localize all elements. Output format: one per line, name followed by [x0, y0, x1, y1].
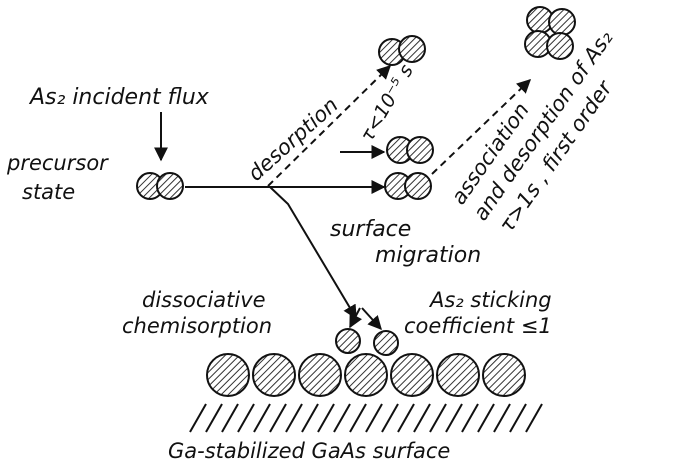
surface-atom [437, 354, 479, 396]
substrate-label: Ga-stabilized GaAs surface [168, 439, 450, 463]
surface-atom [207, 354, 249, 396]
chemisorbed-as-atoms [336, 329, 398, 355]
desorbed-molecule [379, 36, 425, 65]
dissociative-label-line2: chemisorption [122, 314, 272, 338]
surface-atom [253, 354, 295, 396]
sticking-label-line2: coefficient ≤1 [404, 314, 552, 338]
associating-molecule [387, 137, 433, 163]
as4-molecule [525, 7, 575, 59]
surface-atom [299, 354, 341, 396]
surface-migration-label-line1: surface [330, 217, 411, 242]
incident-flux-label: As₂ incident flux [28, 85, 210, 110]
surface-atom [345, 354, 387, 396]
surface-atom [483, 354, 525, 396]
sticking-arrow-right [362, 308, 381, 329]
substrate-hatch [190, 404, 542, 432]
precursor-label-line1: precursor [6, 151, 109, 175]
sticking-label-line1: As₂ sticking [428, 288, 552, 312]
desorption-label: desorption [243, 93, 342, 186]
migrating-molecule [385, 173, 431, 199]
tau-short-label: τ<10⁻⁵ s [356, 61, 418, 146]
surface-atom-row [207, 354, 525, 396]
surface-atom [391, 354, 433, 396]
dissociative-label-line1: dissociative [142, 288, 266, 312]
surface-migration-path [270, 187, 356, 318]
surface-migration-label-line2: migration [375, 243, 481, 268]
precursor-label-line2: state [22, 180, 75, 204]
precursor-molecule [137, 173, 183, 199]
